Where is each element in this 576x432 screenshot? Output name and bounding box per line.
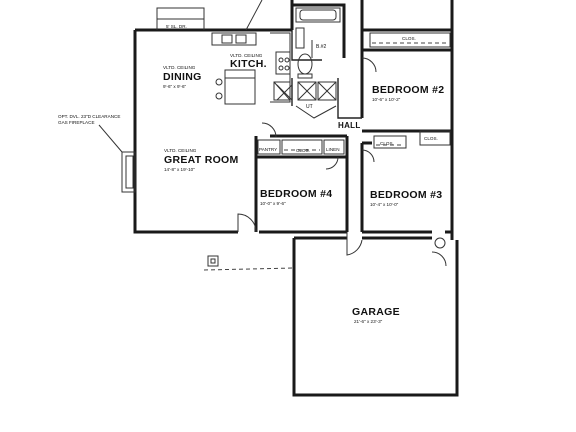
pantry-label: PANTRY (259, 147, 277, 152)
fireplace (98, 124, 136, 193)
closet-b-label: CLOS. (402, 36, 416, 41)
dining-dimensions: 9'-6" x 9'-6" (163, 84, 187, 89)
entry-porch (203, 232, 447, 271)
great-room-dimensions: 14'-8" x 19'-10" (164, 167, 195, 172)
bedroom2-dimensions: 10'-6" x 10'-2" (372, 97, 401, 102)
bedroom3-closets (361, 130, 451, 163)
closet-c-label: CLOS. (380, 141, 394, 146)
great-room-label: GREAT ROOM (164, 154, 239, 166)
linen-label: LINEN (326, 147, 340, 152)
garage-dimensions: 21'-6" x 23'-3" (354, 319, 383, 324)
fireplace-note-1: OPT. DVL. 23"D CLEARANCE (58, 114, 120, 119)
kitchen-fixtures (211, 32, 291, 105)
dining-label: DINING (163, 71, 202, 83)
bedroom4-dimensions: 10'-0" x 9'-6" (260, 201, 286, 206)
bedroom2-label: BEDROOM #2 (372, 84, 444, 96)
bath2-fixtures (295, 7, 341, 79)
bedroom4-label: BEDROOM #4 (260, 188, 332, 200)
hall-door-arc (261, 122, 277, 138)
great-room-door (237, 213, 257, 233)
garage-label: GARAGE (352, 306, 400, 318)
bedroom3-label: BEDROOM #3 (370, 189, 442, 201)
patio-slider (156, 0, 263, 31)
utility-label: UT (306, 104, 313, 110)
great-room-note: VLTD. CEILING (164, 148, 197, 153)
closet-block (257, 139, 345, 155)
bedroom3-dimensions: 10'-4" x 10'-0" (370, 202, 399, 207)
fireplace-note-2: GAS FIREPLACE (58, 120, 95, 125)
closet-d-label: CLOS. (424, 136, 438, 141)
hall-label: HALL (338, 121, 361, 130)
kitchen-label: KITCH. (230, 58, 267, 70)
bath2-label: B.#2 (316, 44, 327, 50)
utility-fixtures (276, 81, 337, 119)
bedroom4-door (325, 156, 339, 170)
closet-a-label: CLOS. (296, 148, 310, 153)
slider-label: 5' SL. DR. (166, 24, 187, 29)
exterior-walls (133, 0, 459, 397)
kitchen-note: VLTD. CEILING (230, 53, 263, 58)
bedroom2-closet (361, 32, 451, 73)
dining-note: VLTD. CEILING (163, 65, 196, 70)
